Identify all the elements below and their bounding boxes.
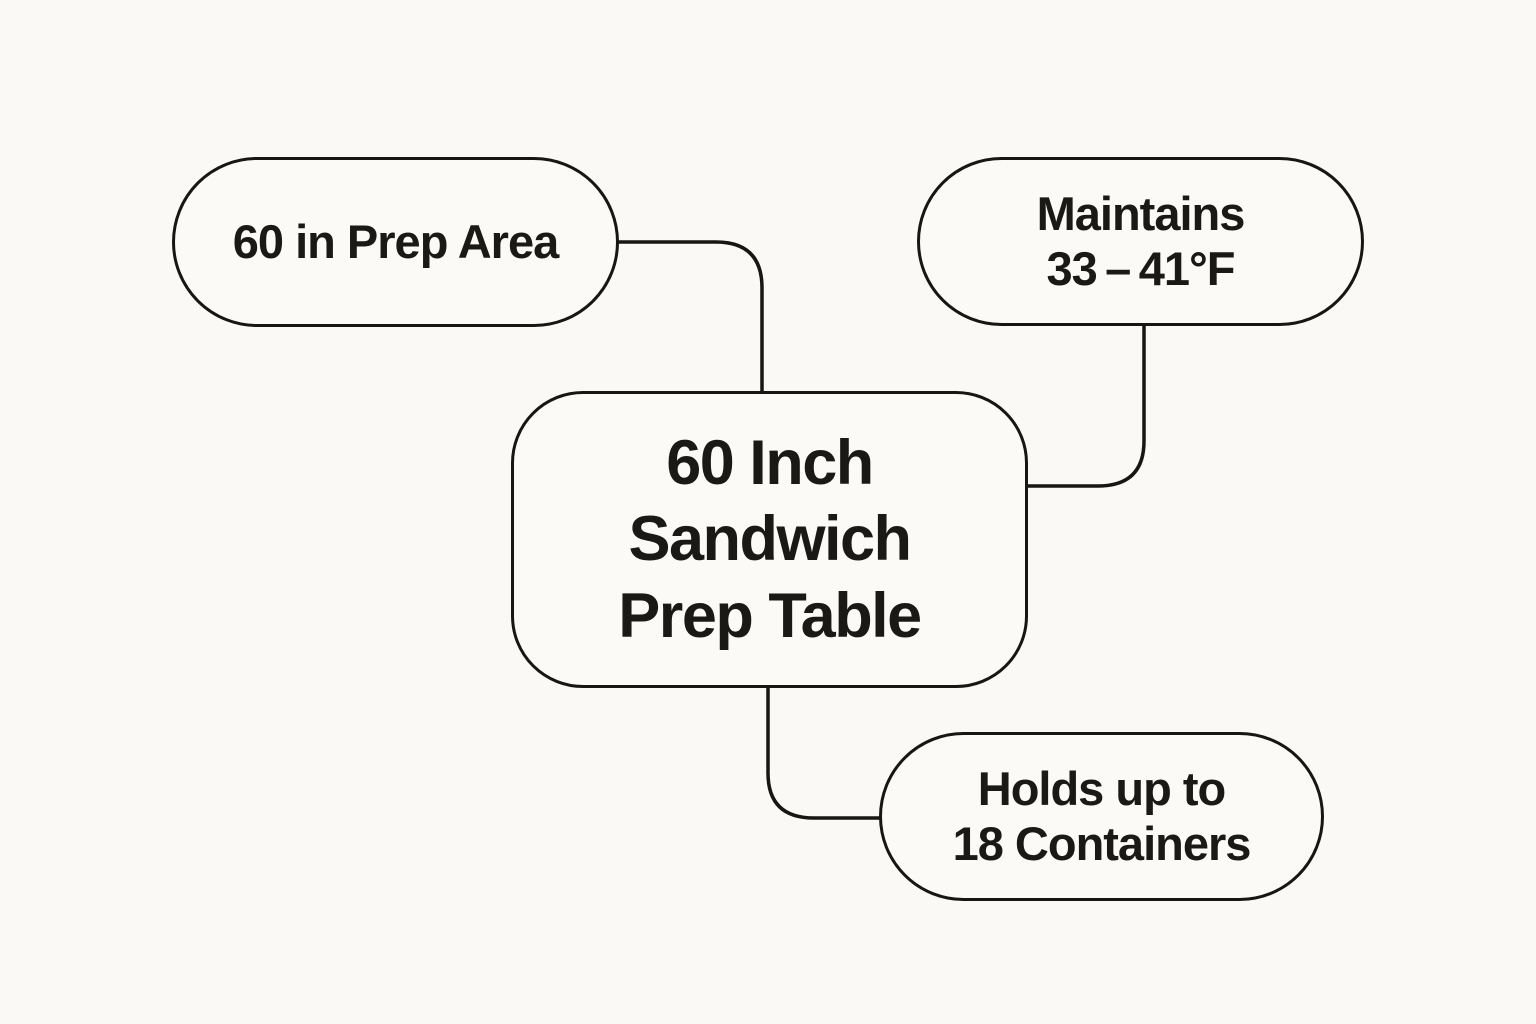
node-capacity-label-line-1: Holds up to [977,761,1226,815]
node-temperature-label-line-1: Maintains [1036,186,1246,240]
node-central-label-line-3: Prep Table [618,580,922,651]
node-capacity-label-line-2: 18 Containers [952,816,1252,870]
node-central-label-line-1: 60 Inch [666,428,874,499]
connector-central-to-capacity [766,687,880,820]
node-capacity: Holds up to 18 Containers [879,732,1324,901]
node-temperature-label-line-2: 33 – 41°F [1046,241,1235,295]
connector-temperature-to-central [1028,326,1146,488]
node-prep-area-label: 60 in Prep Area [232,214,559,268]
connector-prep-area-to-central [618,240,764,392]
node-central: 60 Inch Sandwich Prep Table [511,391,1028,688]
node-prep-area: 60 in Prep Area [172,157,619,327]
node-central-label-line-2: Sandwich [628,504,912,575]
node-temperature: Maintains 33 – 41°F [917,157,1364,326]
